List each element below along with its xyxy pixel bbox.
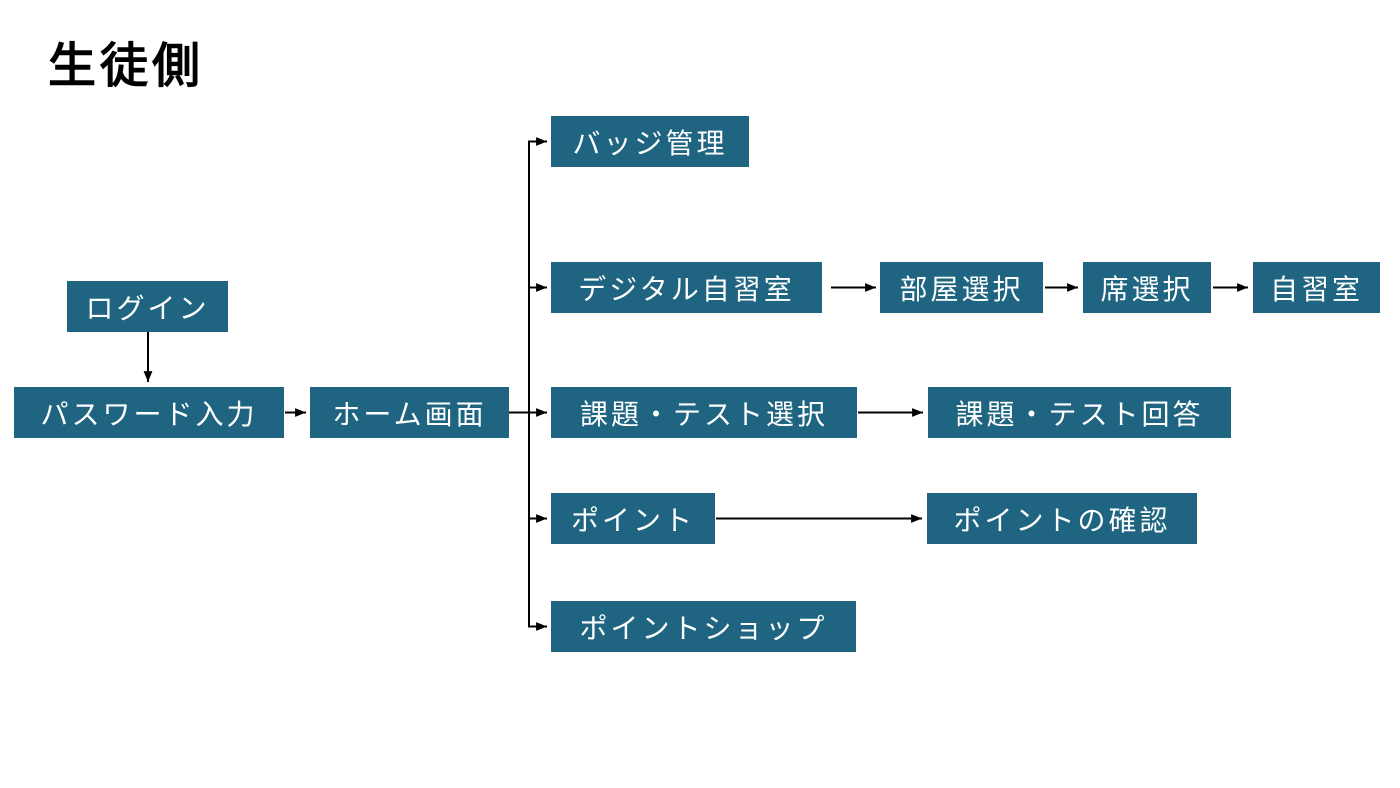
node-point-shop: ポイントショップ <box>551 601 856 652</box>
node-points-check: ポイントの確認 <box>927 493 1197 544</box>
node-room-select: 部屋選択 <box>880 262 1043 313</box>
node-password: パスワード入力 <box>14 387 284 438</box>
node-badge: バッジ管理 <box>551 116 749 167</box>
node-task-answer: 課題・テスト回答 <box>928 387 1231 438</box>
node-home: ホーム画面 <box>310 387 509 438</box>
node-study-room: 自習室 <box>1253 262 1380 313</box>
node-task-select: 課題・テスト選択 <box>551 387 857 438</box>
page-title: 生徒側 <box>48 40 205 93</box>
node-points: ポイント <box>551 493 715 544</box>
node-seat-select: 席選択 <box>1083 262 1211 313</box>
node-login: ログイン <box>67 281 228 332</box>
node-digital-room: デジタル自習室 <box>551 262 822 313</box>
